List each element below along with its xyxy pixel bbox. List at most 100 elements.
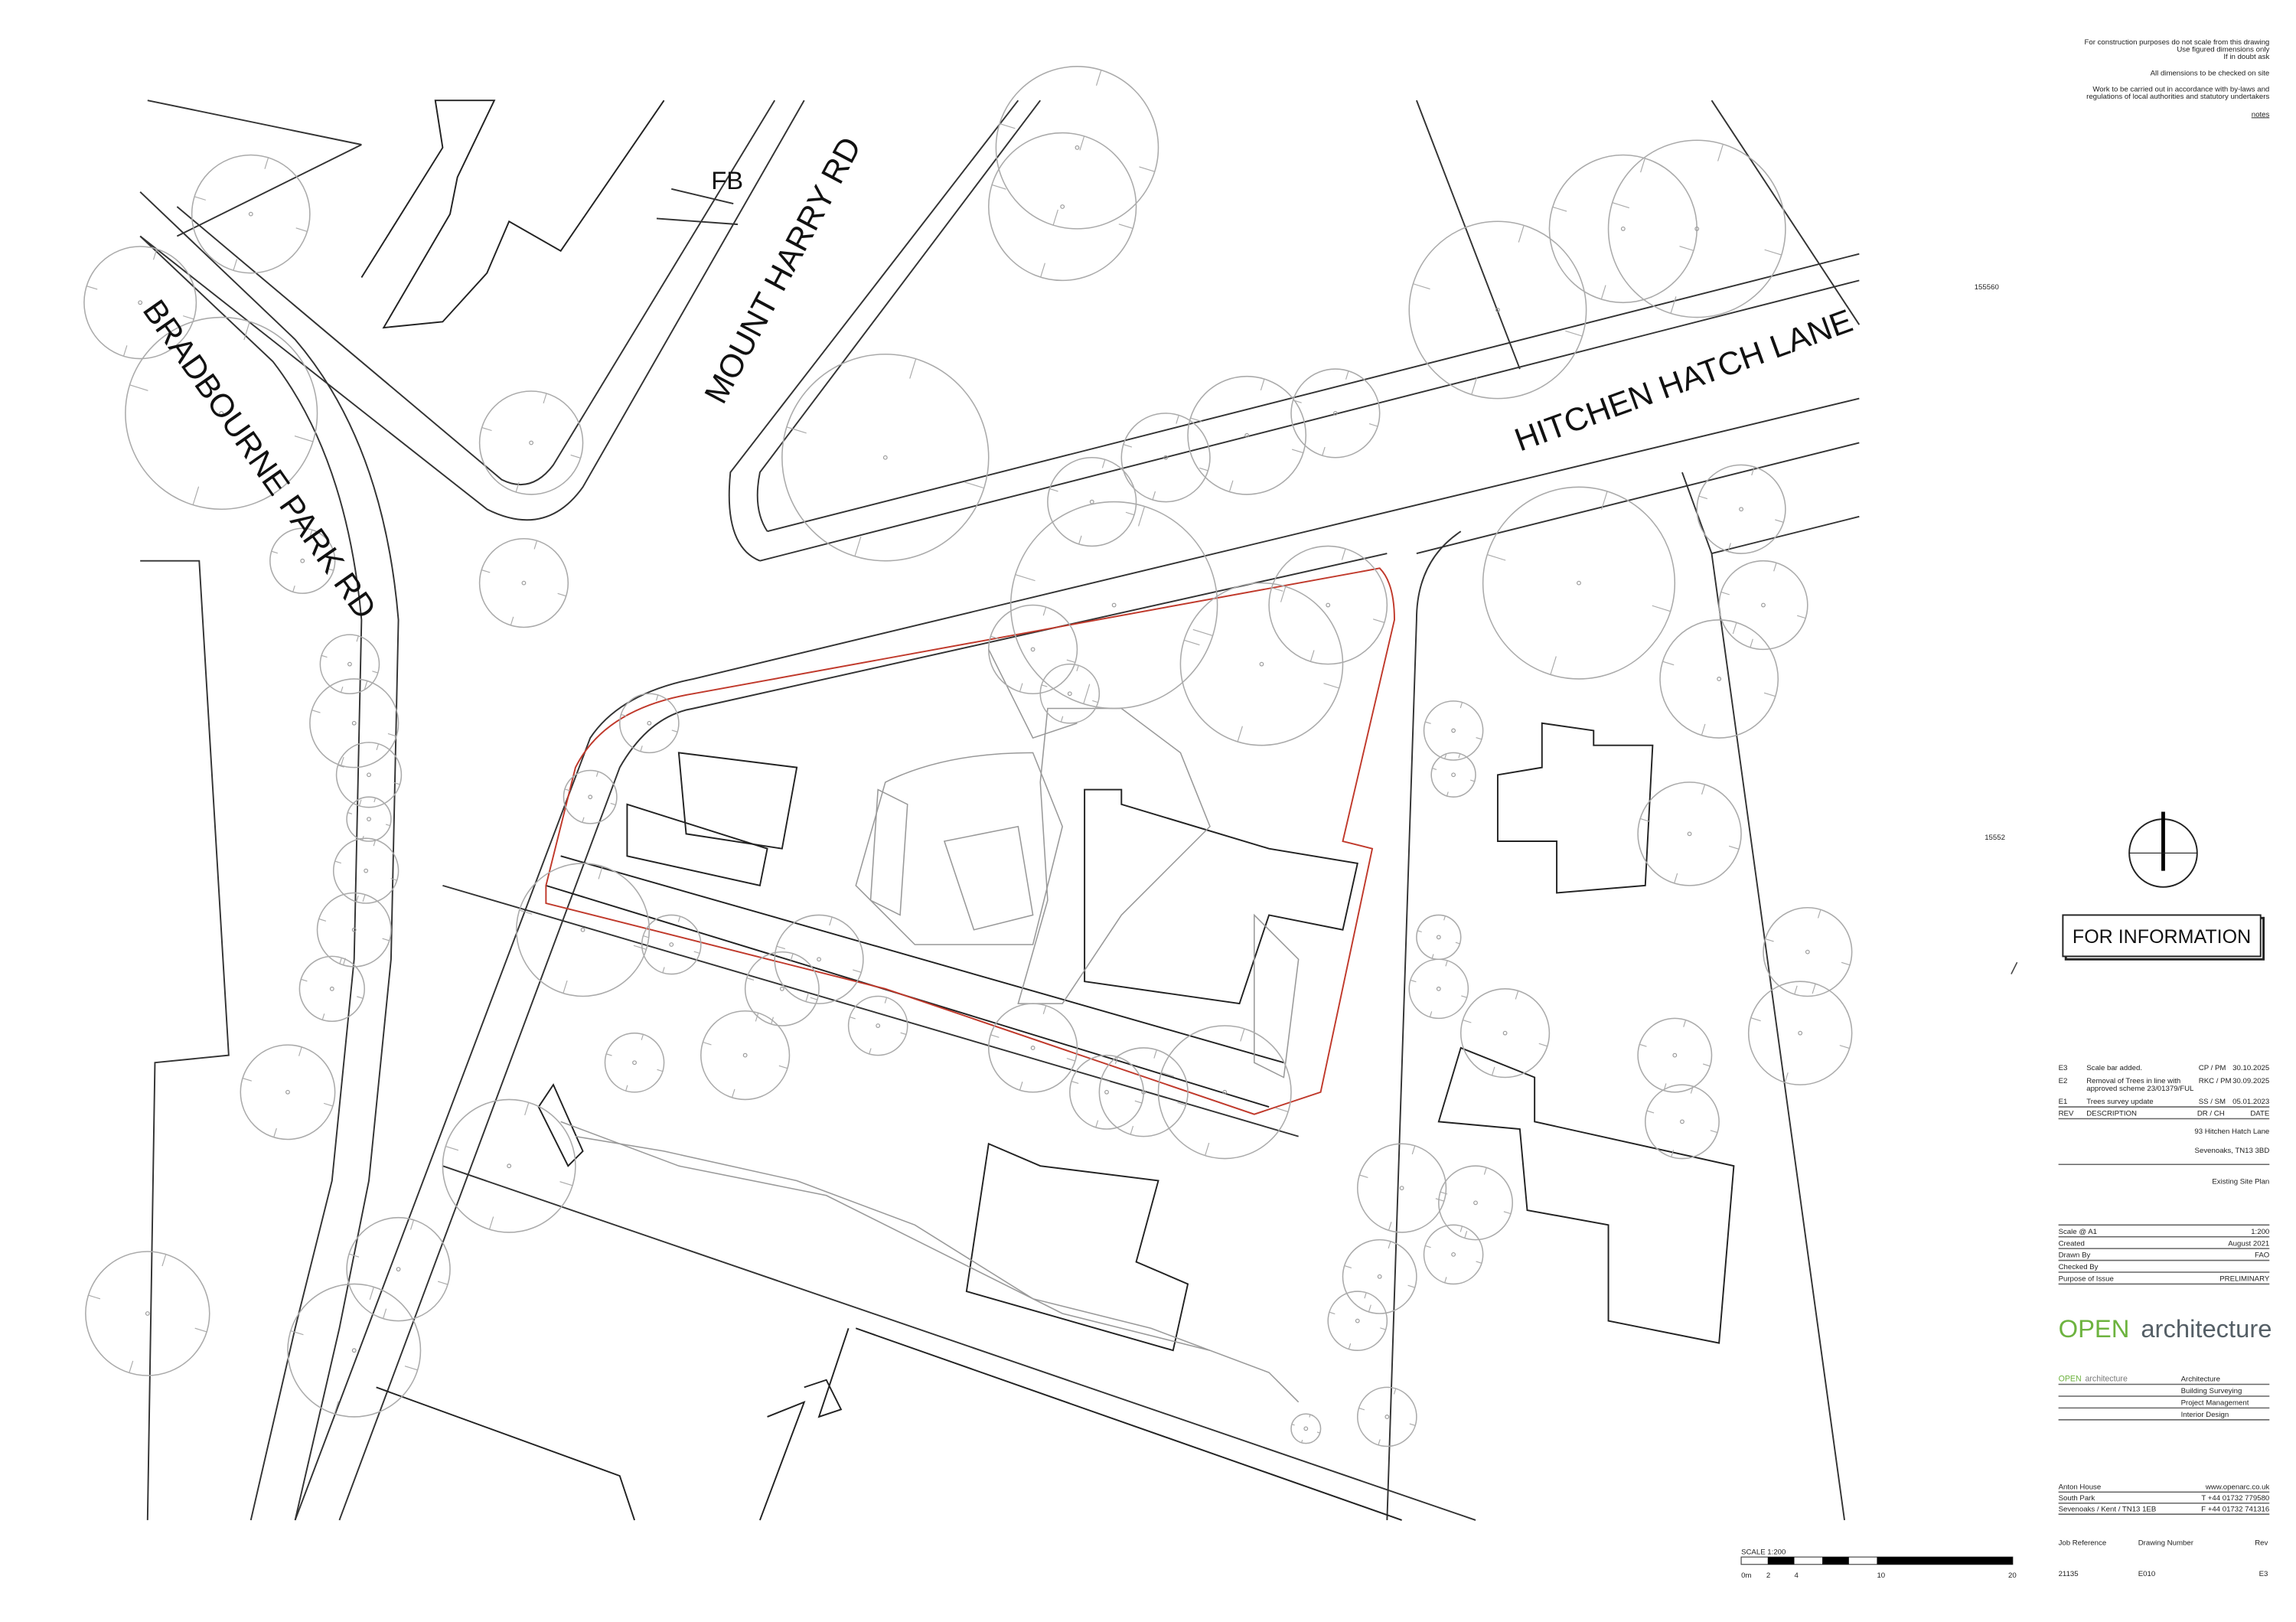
drawing-title: Existing Site Plan [2212, 1177, 2269, 1186]
tree-canopy [1644, 1084, 1720, 1160]
tree-canopy [309, 678, 400, 769]
svg-text:E2: E2 [2059, 1077, 2068, 1085]
company-logo-small: OPEN architecture [2059, 1375, 2128, 1384]
tree-canopy [319, 634, 380, 694]
roads [139, 100, 1861, 1521]
svg-text:DESCRIPTION: DESCRIPTION [2086, 1110, 2137, 1118]
tree-canopy [516, 863, 651, 997]
svg-text:2: 2 [1766, 1571, 1770, 1580]
svg-text:Rev: Rev [2255, 1539, 2268, 1548]
tree-canopy [847, 995, 908, 1056]
north-arrow-icon [2128, 811, 2198, 888]
svg-text:E1: E1 [2059, 1098, 2068, 1106]
tree-canopy [191, 154, 311, 274]
tree-canopy [240, 1044, 336, 1141]
office-contact-line: F +44 01732 741316 [2201, 1505, 2269, 1513]
level-label-2: 15552 [1985, 834, 2005, 842]
tree-canopy [83, 246, 197, 360]
svg-text:05.01.2023: 05.01.2023 [2232, 1098, 2269, 1106]
tree-canopy [1268, 545, 1388, 665]
svg-text:21135: 21135 [2059, 1570, 2079, 1578]
drawing-references: Job Reference Drawing Number Rev 21135 E… [2059, 1539, 2268, 1578]
tree-canopy [1430, 752, 1476, 798]
tree-canopy [346, 1216, 451, 1322]
svg-text:All dimensions to be checked o: All dimensions to be checked on site [2151, 69, 2270, 77]
tree-canopy [335, 742, 403, 808]
tree-canopy [563, 769, 618, 824]
scale-bar: SCALE 1:200 0m 2 4 10 20 [1740, 1548, 2017, 1580]
tree-canopy [125, 316, 318, 510]
site-boundary [545, 567, 1395, 1115]
svg-text:30.10.2025: 30.10.2025 [2232, 1064, 2269, 1072]
info-label: Drawn By [2059, 1252, 2091, 1260]
tree-canopy [1098, 1047, 1189, 1137]
svg-text:DATE: DATE [2250, 1110, 2269, 1118]
tree-canopy [988, 604, 1078, 694]
office-address-line: Sevenoaks / Kent / TN13 1EB [2059, 1505, 2157, 1513]
tree-canopy [1047, 456, 1137, 547]
tree-canopy [641, 914, 702, 975]
tree-canopy [478, 538, 569, 628]
tree-canopy [700, 1010, 791, 1101]
tree-canopy [988, 1003, 1078, 1093]
tree-canopy [1637, 782, 1742, 886]
svg-text:DR / CH: DR / CH [2197, 1110, 2225, 1118]
tree-canopy [781, 354, 990, 562]
svg-text:FOR INFORMATION: FOR INFORMATION [2073, 926, 2251, 948]
svg-text:SS / SM: SS / SM [2199, 1098, 2226, 1106]
svg-text:Work to be carried out in acco: Work to be carried out in accordance wit… [2092, 86, 2269, 94]
info-value: 1:200 [2251, 1228, 2269, 1236]
svg-text:Trees survey update: Trees survey update [2086, 1098, 2153, 1106]
svg-text:If in doubt ask: If in doubt ask [2223, 53, 2269, 61]
tree-canopy [1039, 663, 1101, 724]
tree-canopy [1423, 1224, 1484, 1285]
tree-canopy [1327, 1291, 1388, 1351]
info-label: Created [2059, 1239, 2085, 1248]
info-label: Purpose of Issue [2059, 1275, 2114, 1284]
svg-text:Removal of Trees in line with: Removal of Trees in line with [2086, 1077, 2180, 1085]
svg-text:SCALE 1:200: SCALE 1:200 [1741, 1548, 1786, 1556]
office-contact-line: T +44 01732 779580 [2201, 1494, 2269, 1503]
tree-canopy [1157, 1025, 1292, 1160]
info-value: PRELIMINARY [2219, 1275, 2270, 1284]
tree-canopy [1659, 619, 1779, 739]
info-value: August 2021 [2228, 1239, 2269, 1248]
office-contact-line: www.openarc.co.uk [2205, 1483, 2270, 1491]
tree-canopy [1747, 981, 1853, 1085]
tree-canopy [1423, 700, 1484, 761]
fb-label: FB [711, 166, 743, 194]
service-item: Architecture [2181, 1376, 2220, 1384]
tree-canopy [1763, 907, 1853, 997]
svg-text:Use figured dimensions only: Use figured dimensions only [2177, 46, 2269, 54]
office-address-line: South Park [2059, 1494, 2095, 1503]
tree-canopy [269, 527, 336, 594]
tree-canopy [618, 693, 680, 754]
tree-canopy [1187, 375, 1307, 495]
tree-canopy [298, 955, 365, 1023]
tree-canopy [1009, 501, 1218, 710]
svg-text:RKC / PM: RKC / PM [2199, 1077, 2232, 1085]
tree-canopy [1357, 1143, 1447, 1233]
svg-text:CP / PM: CP / PM [2199, 1064, 2226, 1072]
svg-text:REV: REV [2059, 1110, 2074, 1118]
tree-canopy [1290, 368, 1381, 459]
svg-text:E3: E3 [2059, 1064, 2068, 1072]
svg-text:notes: notes [2252, 110, 2270, 119]
project-address-line2: Sevenoaks, TN13 3BD [2195, 1147, 2270, 1155]
tree-canopy [774, 914, 864, 1004]
svg-text:10: 10 [1877, 1571, 1885, 1580]
tree-canopy [85, 1251, 210, 1376]
level-label-1: 155560 [1975, 283, 1999, 292]
service-item: Building Surveying [2181, 1387, 2242, 1395]
tree-canopy [346, 796, 392, 842]
svg-text:E010: E010 [2138, 1570, 2155, 1578]
tree-canopy [1357, 1386, 1417, 1447]
svg-text:Job Reference: Job Reference [2059, 1539, 2107, 1548]
tree-canopy [1459, 988, 1551, 1079]
tree-canopy [604, 1032, 665, 1093]
info-label: Checked By [2059, 1263, 2099, 1271]
tree-canopy [1548, 154, 1698, 304]
